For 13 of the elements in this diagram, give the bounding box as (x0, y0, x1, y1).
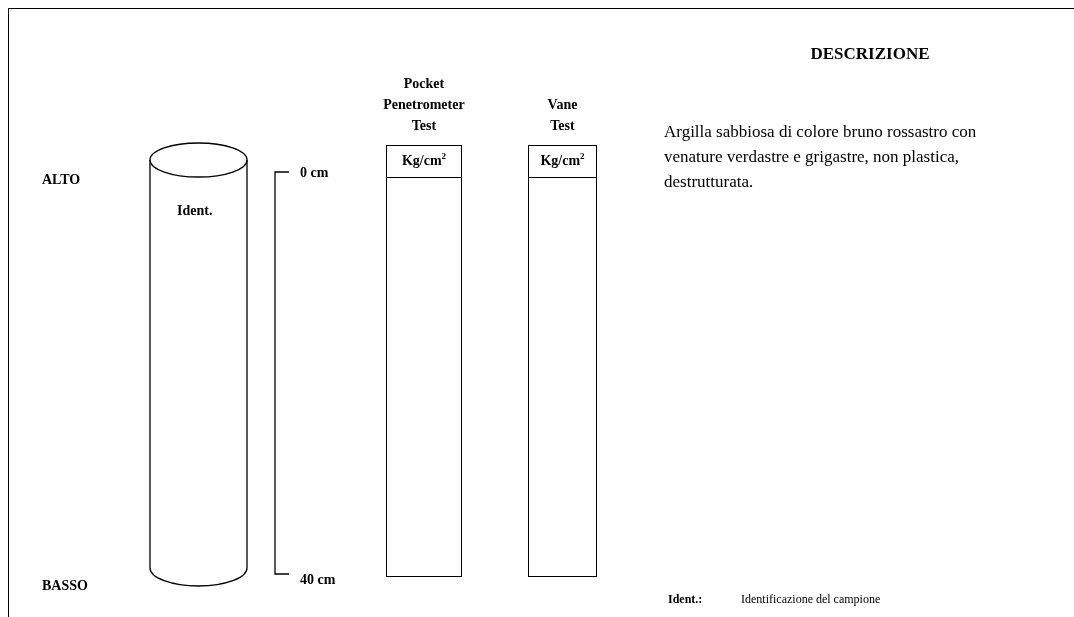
depth-label: 0 cm (300, 165, 329, 181)
legend-text: Identificazione del campione (741, 592, 881, 607)
legend-key: Ident.: (668, 592, 703, 607)
bottom-label: BASSO (42, 578, 88, 594)
unit-header: Kg/cm$^{2}$ (529, 146, 596, 178)
column-heading: Pocket Penetrometer Test (382, 75, 466, 135)
sample-id: Ident. (177, 203, 213, 219)
top-label: ALTO (42, 172, 81, 188)
section-heading: DESCRIZIONE (809, 44, 931, 64)
description-text: Argilla sabbiosa di colore bruno rossastro con venature verdastre e grigastre, non plastica, destrutturata. (664, 121, 978, 193)
unit-header: Kg/cm$^{2}$ (387, 146, 461, 178)
depth-label: 40 cm (300, 572, 336, 588)
column-heading: Vane Test (546, 96, 579, 135)
